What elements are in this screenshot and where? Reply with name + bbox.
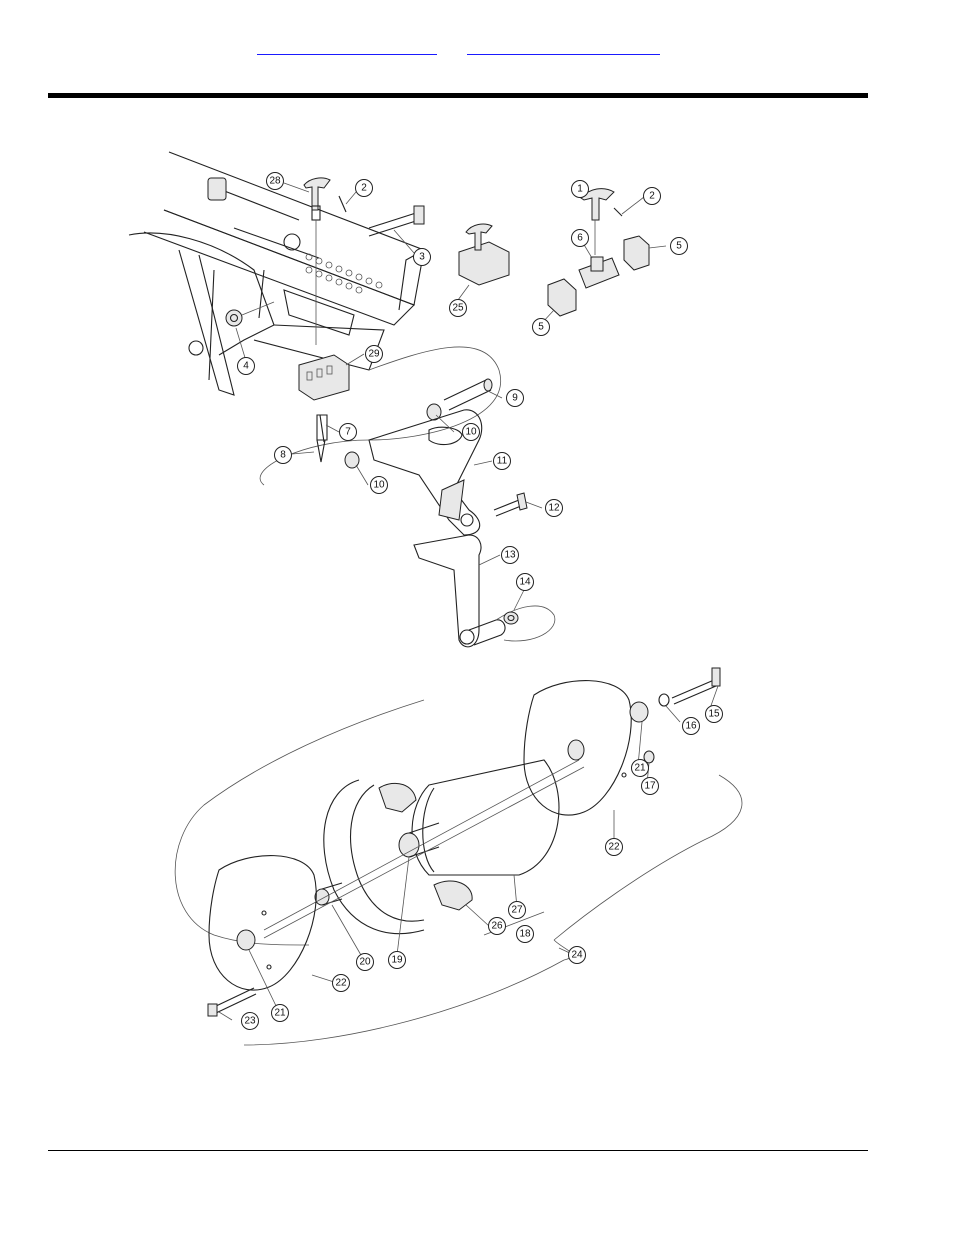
nut-14 <box>503 611 519 625</box>
diagram-svg: 28 2 3 25 1 2 6 5 5 4 29 9 10 7 8 10 11 … <box>128 151 743 1046</box>
svg-text:26: 26 <box>491 921 503 932</box>
svg-text:5: 5 <box>538 322 544 333</box>
svg-text:24: 24 <box>571 950 583 961</box>
svg-text:8: 8 <box>280 450 286 461</box>
callout-15: 15 <box>705 705 723 723</box>
svg-text:9: 9 <box>512 393 518 404</box>
callout-9: 9 <box>506 389 524 407</box>
svg-text:10: 10 <box>465 427 477 438</box>
callout-22-right: 22 <box>605 838 623 856</box>
svg-text:28: 28 <box>269 176 281 187</box>
callout-7: 7 <box>339 423 357 441</box>
arm-11 <box>368 409 483 536</box>
callout-28: 28 <box>266 172 284 190</box>
svg-text:17: 17 <box>644 781 656 792</box>
svg-text:2: 2 <box>361 183 367 194</box>
bracket-13 <box>413 534 556 648</box>
svg-text:20: 20 <box>359 957 371 968</box>
callout-5-upper: 5 <box>670 237 688 255</box>
wheel-assembly <box>174 667 743 1046</box>
svg-text:2: 2 <box>649 191 655 202</box>
svg-text:22: 22 <box>335 978 347 989</box>
bolt-3 <box>368 205 425 237</box>
callout-23: 23 <box>241 1012 259 1030</box>
svg-text:3: 3 <box>419 252 425 263</box>
callout-24: 24 <box>568 946 586 964</box>
svg-text:7: 7 <box>345 427 351 438</box>
detail-handle-1 <box>547 188 650 317</box>
callout-13: 13 <box>501 546 519 564</box>
svg-text:21: 21 <box>274 1008 286 1019</box>
svg-text:18: 18 <box>519 929 531 940</box>
assembly-25 <box>458 223 510 286</box>
callout-21-right: 21 <box>631 759 649 777</box>
svg-text:21: 21 <box>634 763 646 774</box>
svg-text:13: 13 <box>504 550 516 561</box>
header-rule <box>48 93 868 98</box>
callout-2: 2 <box>355 179 373 197</box>
svg-text:1: 1 <box>577 184 583 195</box>
svg-text:14: 14 <box>519 577 531 588</box>
callout-16: 16 <box>682 717 700 735</box>
svg-text:23: 23 <box>244 1016 256 1027</box>
svg-text:6: 6 <box>577 233 583 244</box>
callout-12: 12 <box>545 499 563 517</box>
svg-text:4: 4 <box>243 361 249 372</box>
svg-text:16: 16 <box>685 721 697 732</box>
callout-4: 4 <box>237 357 255 375</box>
t-handle-28 <box>303 177 347 345</box>
callout-18: 18 <box>516 925 534 943</box>
svg-text:27: 27 <box>511 905 523 916</box>
footer-rule <box>48 1150 868 1151</box>
svg-text:5: 5 <box>676 241 682 252</box>
svg-text:15: 15 <box>708 709 720 720</box>
callouts: 28 2 3 25 1 2 6 5 5 4 29 9 10 7 8 10 11 … <box>237 172 723 1030</box>
nav-link-2[interactable] <box>467 36 660 55</box>
svg-text:25: 25 <box>452 303 464 314</box>
exploded-parts-diagram: 28 2 3 25 1 2 6 5 5 4 29 9 10 7 8 10 11 … <box>124 140 754 1075</box>
block-29 <box>298 354 350 463</box>
callout-10-lower: 10 <box>370 476 388 494</box>
callout-11: 11 <box>493 452 511 470</box>
callout-1: 1 <box>571 180 589 198</box>
callout-6: 6 <box>571 229 589 247</box>
svg-text:10: 10 <box>373 480 385 491</box>
callout-22-left: 22 <box>332 974 350 992</box>
callout-20: 20 <box>356 953 374 971</box>
callout-29: 29 <box>365 345 383 363</box>
svg-text:22: 22 <box>608 842 620 853</box>
callout-10-upper: 10 <box>462 423 480 441</box>
callout-2-detail: 2 <box>643 187 661 205</box>
callout-3: 3 <box>413 248 431 266</box>
svg-text:11: 11 <box>497 456 508 467</box>
frame-beam <box>128 151 502 486</box>
callout-19: 19 <box>388 951 406 969</box>
callout-27: 27 <box>508 901 526 919</box>
svg-text:19: 19 <box>391 955 403 966</box>
svg-text:12: 12 <box>548 503 560 514</box>
callout-25: 25 <box>449 299 467 317</box>
callout-14: 14 <box>516 573 534 591</box>
callout-8: 8 <box>274 446 292 464</box>
bolt-12 <box>493 492 528 517</box>
callout-21-left: 21 <box>271 1004 289 1022</box>
callout-17: 17 <box>641 777 659 795</box>
svg-text:29: 29 <box>368 349 380 360</box>
callout-5-lower: 5 <box>532 318 550 336</box>
callout-26: 26 <box>488 917 506 935</box>
nav-link-1[interactable] <box>257 36 437 55</box>
